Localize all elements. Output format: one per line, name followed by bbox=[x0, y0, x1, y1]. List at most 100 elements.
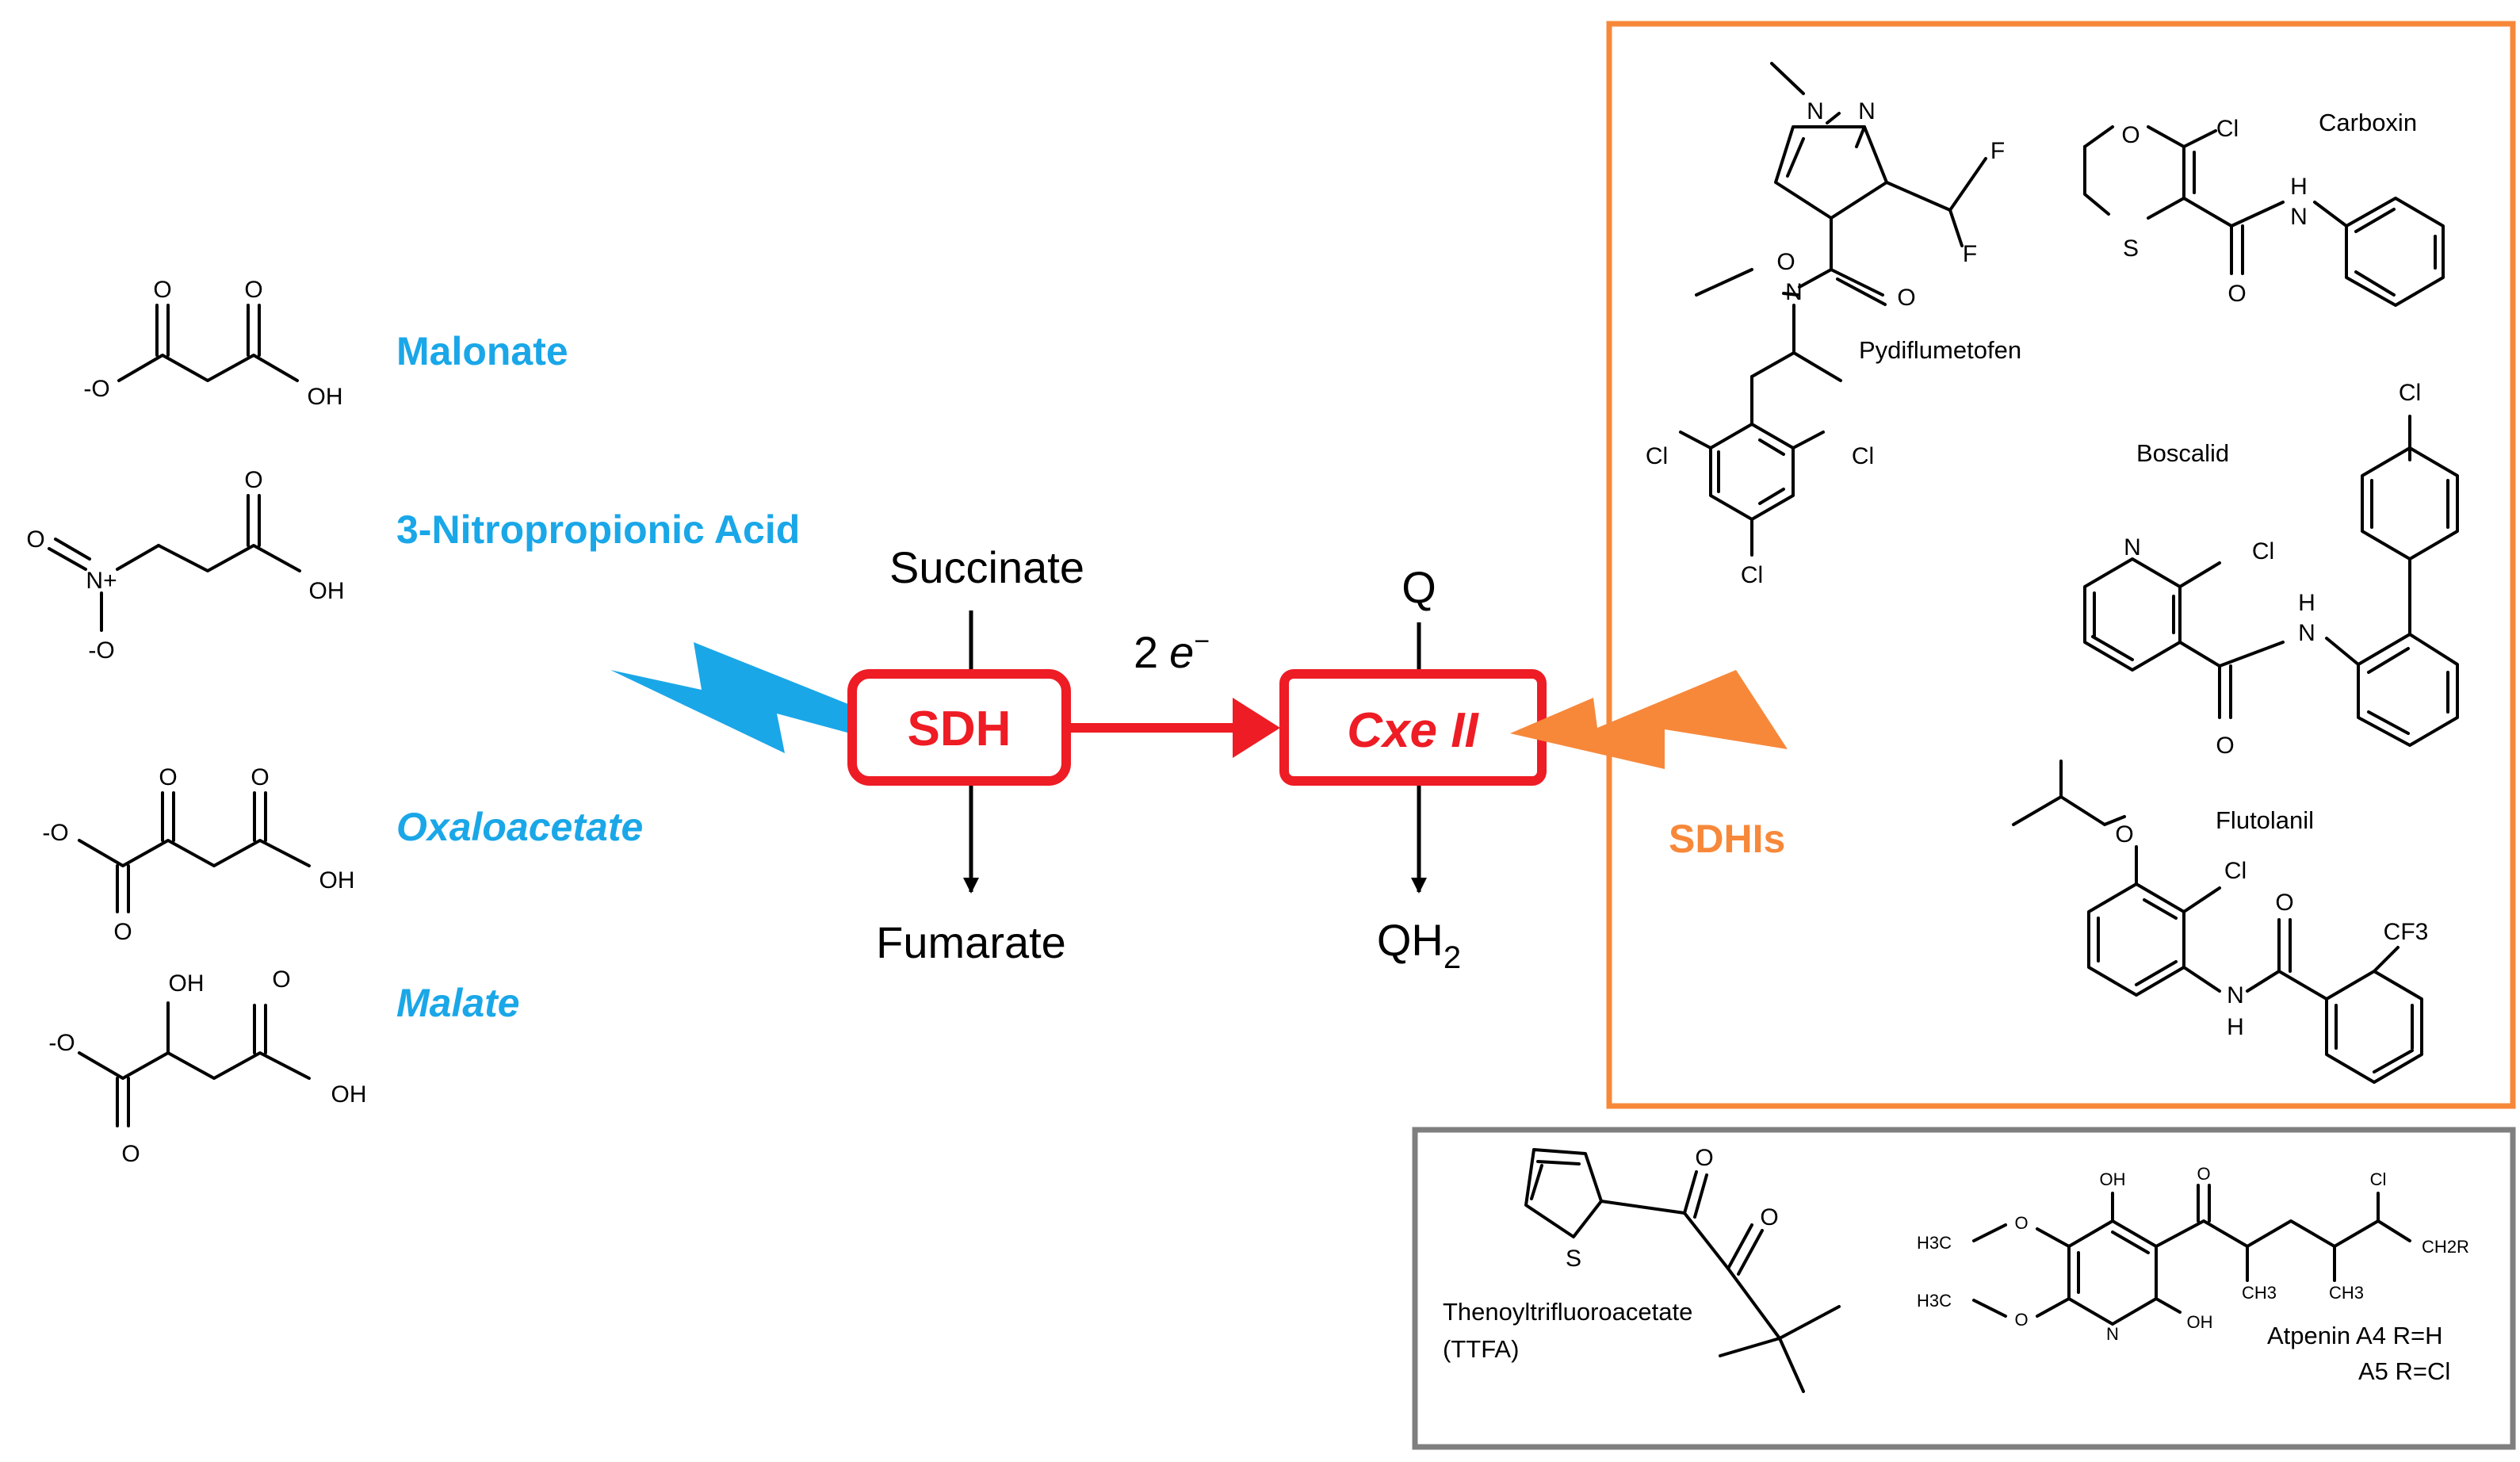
sdhi-compound-name: Boscalid bbox=[2136, 439, 2229, 467]
atom-label: O bbox=[26, 526, 44, 553]
atom-label: CH2R bbox=[2422, 1237, 2469, 1257]
sdh-enzyme-box bbox=[847, 669, 1071, 786]
ttfa-abbreviation: (TTFA) bbox=[1443, 1335, 1519, 1363]
atom-label: OH bbox=[2100, 1169, 2126, 1189]
atom-label: N bbox=[2227, 982, 2244, 1008]
natural-inhibitor-name: Malate bbox=[396, 981, 520, 1025]
atom-label: Cl bbox=[2224, 858, 2247, 884]
atom-label: OH bbox=[169, 970, 205, 997]
atom-label: F bbox=[1990, 138, 2005, 164]
atom-label: O bbox=[2197, 1164, 2210, 1184]
reduced-base: QH bbox=[1377, 915, 1444, 965]
oxaloacetate-structure: -O O O O OH bbox=[42, 764, 354, 945]
atom-label: N+ bbox=[86, 568, 117, 594]
atom-label: CF3 bbox=[2384, 919, 2429, 945]
atom-label: Cl bbox=[2216, 116, 2239, 142]
atom-label: CH3 bbox=[2329, 1283, 2364, 1303]
atom-label: H bbox=[2227, 1014, 2244, 1040]
atom-label: OH bbox=[309, 578, 345, 604]
atpenin-name-a4: Atpenin A4 R=H bbox=[2267, 1322, 2442, 1349]
sdhi-lightning-bolt bbox=[1510, 670, 1788, 769]
atom-label: S bbox=[1566, 1246, 1581, 1272]
atom-label: O bbox=[113, 919, 132, 945]
natural-inhibitor-name: Oxaloacetate bbox=[396, 805, 643, 849]
atom-label: H3C bbox=[1917, 1291, 1952, 1311]
reduced-label: QH2 bbox=[1377, 915, 1461, 975]
other-inhibitors-box bbox=[1412, 1127, 2516, 1450]
atom-label: N bbox=[2290, 204, 2308, 230]
atom-label: Cl bbox=[2399, 380, 2421, 406]
atom-label: O bbox=[2014, 1213, 2028, 1233]
nitropropionic-acid-structure: O N+ -O O OH bbox=[26, 467, 344, 664]
atom-label: O bbox=[1760, 1204, 1778, 1230]
carboxin-structure: O Cl S H N O bbox=[2083, 116, 2445, 307]
complex-ii-label: Cxe II bbox=[1347, 703, 1479, 758]
atom-label: O bbox=[250, 764, 269, 790]
atom-label: -O bbox=[42, 820, 68, 846]
pydiflumetofen-structure: N N F F O N O Cl Cl Cl bbox=[1646, 62, 2005, 588]
atom-label: Cl bbox=[2370, 1169, 2387, 1189]
atom-label: O bbox=[2275, 890, 2293, 916]
atom-label: N bbox=[2124, 534, 2141, 561]
atom-label: -O bbox=[88, 637, 114, 664]
atom-label: O bbox=[2014, 1310, 2028, 1330]
atom-label: Cl bbox=[1741, 562, 1763, 588]
atom-label: O bbox=[1776, 249, 1795, 275]
malate-structure: -O OH O O OH bbox=[48, 966, 366, 1167]
atom-label: O bbox=[244, 467, 262, 493]
sdhi-compound-name: Carboxin bbox=[2319, 109, 2417, 136]
product-label: Fumarate bbox=[876, 917, 1066, 967]
atom-label: OH bbox=[2187, 1312, 2213, 1332]
acceptor-label: Q bbox=[1401, 562, 1436, 612]
ttfa-name: Thenoyltrifluoroacetate bbox=[1443, 1298, 1692, 1326]
natural-inhibitor-name: 3-Nitropropionic Acid bbox=[396, 507, 800, 552]
atom-label: OH bbox=[331, 1081, 367, 1108]
sdhi-compound-name: Pydiflumetofen bbox=[1859, 336, 2021, 364]
atom-label: N bbox=[1807, 98, 1824, 124]
sdh-enzyme-label: SDH bbox=[908, 702, 1011, 756]
atom-label: N bbox=[2106, 1324, 2119, 1344]
atom-label: N bbox=[1858, 98, 1876, 124]
atom-label: H bbox=[2298, 590, 2315, 616]
atom-label: O bbox=[244, 277, 262, 303]
atom-label: Cl bbox=[2252, 538, 2274, 565]
atom-label: Cl bbox=[1852, 443, 1874, 469]
atom-label: O bbox=[121, 1141, 140, 1167]
sdhi-compound-name: Flutolanil bbox=[2216, 806, 2314, 834]
atom-label: N bbox=[1785, 279, 1803, 305]
atom-label: O bbox=[1695, 1145, 1713, 1171]
sdhi-label: SDHIs bbox=[1669, 817, 1785, 861]
ttfa-structure: S O O bbox=[1524, 1145, 1841, 1393]
atom-label: H bbox=[2290, 174, 2308, 200]
atom-label: OH bbox=[319, 867, 355, 894]
atom-label: O bbox=[2115, 821, 2133, 848]
atom-label: OH bbox=[308, 384, 343, 410]
natural-inhibitor-lightning-bolt bbox=[610, 642, 880, 753]
atom-label: O bbox=[2216, 733, 2234, 759]
natural-inhibitor-name: Malonate bbox=[396, 329, 568, 373]
substrate-label: Succinate bbox=[889, 542, 1084, 592]
electron-charge: − bbox=[1194, 626, 1210, 656]
reduced-subscript: 2 bbox=[1444, 940, 1461, 975]
atpenin-structure: OH O O O H3C H3C N OH CH3 CH3 Cl CH2R bbox=[1917, 1164, 2469, 1344]
electron-transfer-arrowhead bbox=[1233, 698, 1280, 758]
atom-label: F bbox=[1963, 241, 1977, 267]
atom-label: S bbox=[2123, 235, 2139, 262]
atom-label: -O bbox=[83, 376, 109, 402]
atom-label: H3C bbox=[1917, 1233, 1952, 1253]
atom-label: O bbox=[1897, 285, 1915, 311]
atom-label: -O bbox=[48, 1030, 75, 1056]
malonate-structure: O O -O OH bbox=[83, 277, 342, 410]
atom-label: O bbox=[272, 966, 290, 993]
atom-label: O bbox=[159, 764, 177, 790]
electron-symbol: e bbox=[1169, 627, 1194, 677]
flutolanil-structure: O Cl N H O CF3 bbox=[2012, 760, 2429, 1084]
sdhi-box bbox=[1606, 21, 2516, 1109]
atpenin-name-a5: A5 R=Cl bbox=[2358, 1357, 2450, 1385]
atom-label: O bbox=[153, 277, 171, 303]
atom-label: N bbox=[2298, 620, 2315, 646]
atom-label: CH3 bbox=[2242, 1283, 2277, 1303]
